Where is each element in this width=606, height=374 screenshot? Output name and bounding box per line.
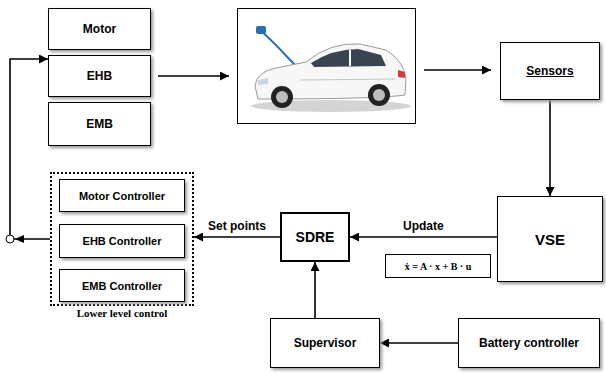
node-label: SDRE <box>296 229 335 245</box>
connector-arrow <box>314 262 316 318</box>
node-label: Sensors <box>526 64 573 78</box>
junction-circle <box>6 235 14 243</box>
node-label: EHB <box>87 69 112 83</box>
node-label: EMB <box>86 117 113 131</box>
controller-box: EMB Controller <box>59 269 185 302</box>
node-label: VSE <box>535 231 565 248</box>
actuation-arrow <box>158 75 229 77</box>
electric-car <box>251 26 411 112</box>
group-heading: Lower level control <box>52 307 192 319</box>
junction-arrowhead <box>15 235 24 243</box>
actuator-box: Motor <box>48 8 151 50</box>
node-label: Supervisor <box>294 336 357 350</box>
measurement-arrow <box>424 69 491 71</box>
controller-box: SDRE <box>280 212 350 262</box>
node-label: EMB Controller <box>82 280 162 292</box>
controller-box: EHB Controller <box>59 224 185 258</box>
connector-arrow <box>350 236 497 238</box>
actuator-box: EHB <box>48 55 151 97</box>
connector-label: Set points <box>206 219 268 233</box>
battery-box: Battery controller <box>458 318 600 368</box>
actuator-box: EMB <box>48 102 151 146</box>
connector-arrow <box>10 59 50 239</box>
car-frame <box>238 9 416 124</box>
node-label: EHB Controller <box>83 235 162 247</box>
node-label: Motor <box>83 22 116 36</box>
equation-box: ẋ = A · x + B · u <box>385 254 491 278</box>
estimator-box: VSE <box>497 196 603 282</box>
connector-arrow <box>380 342 458 344</box>
supervisor-box: Supervisor <box>270 318 380 368</box>
connector-arrow <box>549 100 551 196</box>
node-label: ẋ = A · x + B · u <box>405 261 471 272</box>
sensor-box: Sensors <box>500 42 600 100</box>
connector-arrow <box>194 236 280 238</box>
control-group: Lower level controlMotor ControllerEHB C… <box>50 172 194 306</box>
node-label: Battery controller <box>479 336 579 350</box>
controller-box: Motor Controller <box>59 179 185 212</box>
node-label: Motor Controller <box>79 190 165 202</box>
connector-label: Update <box>401 219 446 233</box>
